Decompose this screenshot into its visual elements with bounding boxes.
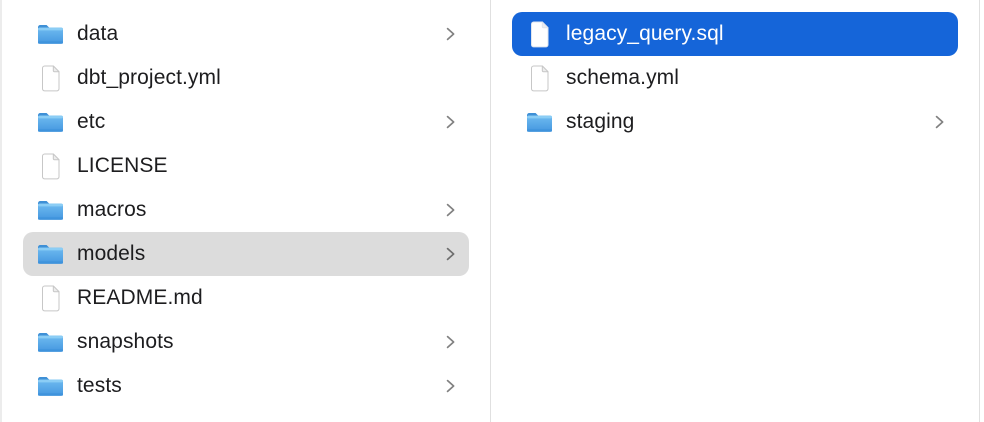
folder-icon [37, 201, 63, 220]
document-icon [36, 153, 64, 180]
document-icon [41, 153, 59, 179]
chevron-right-icon [934, 114, 948, 130]
file-name-label: etc [77, 110, 106, 133]
folder-icon [36, 243, 64, 265]
chevron-right-icon [445, 202, 459, 218]
folder-icon [37, 113, 63, 132]
file-row-data[interactable]: data [23, 12, 469, 56]
file-row-models[interactable]: models [23, 232, 469, 276]
file-row-readme-md[interactable]: README.md [23, 276, 469, 320]
folder-icon [36, 199, 64, 221]
chevron-right-icon [445, 334, 459, 350]
document-icon [41, 285, 59, 311]
chevron-right-icon [445, 26, 459, 42]
file-name-label: tests [77, 374, 122, 397]
file-row-staging[interactable]: staging [512, 100, 958, 144]
file-row-license[interactable]: LICENSE [23, 144, 469, 188]
chevron-right-icon [445, 114, 459, 130]
file-name-label: data [77, 22, 119, 45]
file-row-snapshots[interactable]: snapshots [23, 320, 469, 364]
file-name-label: macros [77, 198, 147, 221]
file-name-label: schema.yml [566, 66, 680, 89]
document-icon [530, 21, 548, 47]
folder-icon [525, 111, 553, 133]
file-name-label: dbt_project.yml [77, 66, 221, 89]
folder-icon [36, 111, 64, 133]
document-icon [525, 65, 553, 92]
folder-icon [36, 331, 64, 353]
folder-icon [526, 113, 552, 132]
file-name-label: staging [566, 110, 635, 133]
file-column-right: legacy_query.sql schema.yml staging [491, 0, 980, 422]
file-column-left: data dbt_project.yml etc LICENSE [2, 0, 491, 422]
folder-icon [37, 333, 63, 352]
document-icon [530, 65, 548, 91]
file-column-empty [980, 0, 984, 422]
file-row-etc[interactable]: etc [23, 100, 469, 144]
folder-icon [36, 23, 64, 45]
file-row-macros[interactable]: macros [23, 188, 469, 232]
file-row-dbt-project-yml[interactable]: dbt_project.yml [23, 56, 469, 100]
folder-icon [37, 245, 63, 264]
file-name-label: models [77, 242, 146, 265]
chevron-right-icon [445, 378, 459, 394]
document-icon [36, 285, 64, 312]
chevron-right-icon [445, 246, 459, 262]
folder-icon [37, 377, 63, 396]
file-name-label: legacy_query.sql [566, 22, 724, 45]
document-icon [36, 65, 64, 92]
file-row-legacy-query-sql[interactable]: legacy_query.sql [512, 12, 958, 56]
file-name-label: LICENSE [77, 154, 168, 177]
file-row-tests[interactable]: tests [23, 364, 469, 408]
file-name-label: snapshots [77, 330, 174, 353]
document-icon [525, 21, 553, 48]
folder-icon [37, 25, 63, 44]
file-name-label: README.md [77, 286, 203, 309]
document-icon [41, 65, 59, 91]
file-row-schema-yml[interactable]: schema.yml [512, 56, 958, 100]
folder-icon [36, 375, 64, 397]
